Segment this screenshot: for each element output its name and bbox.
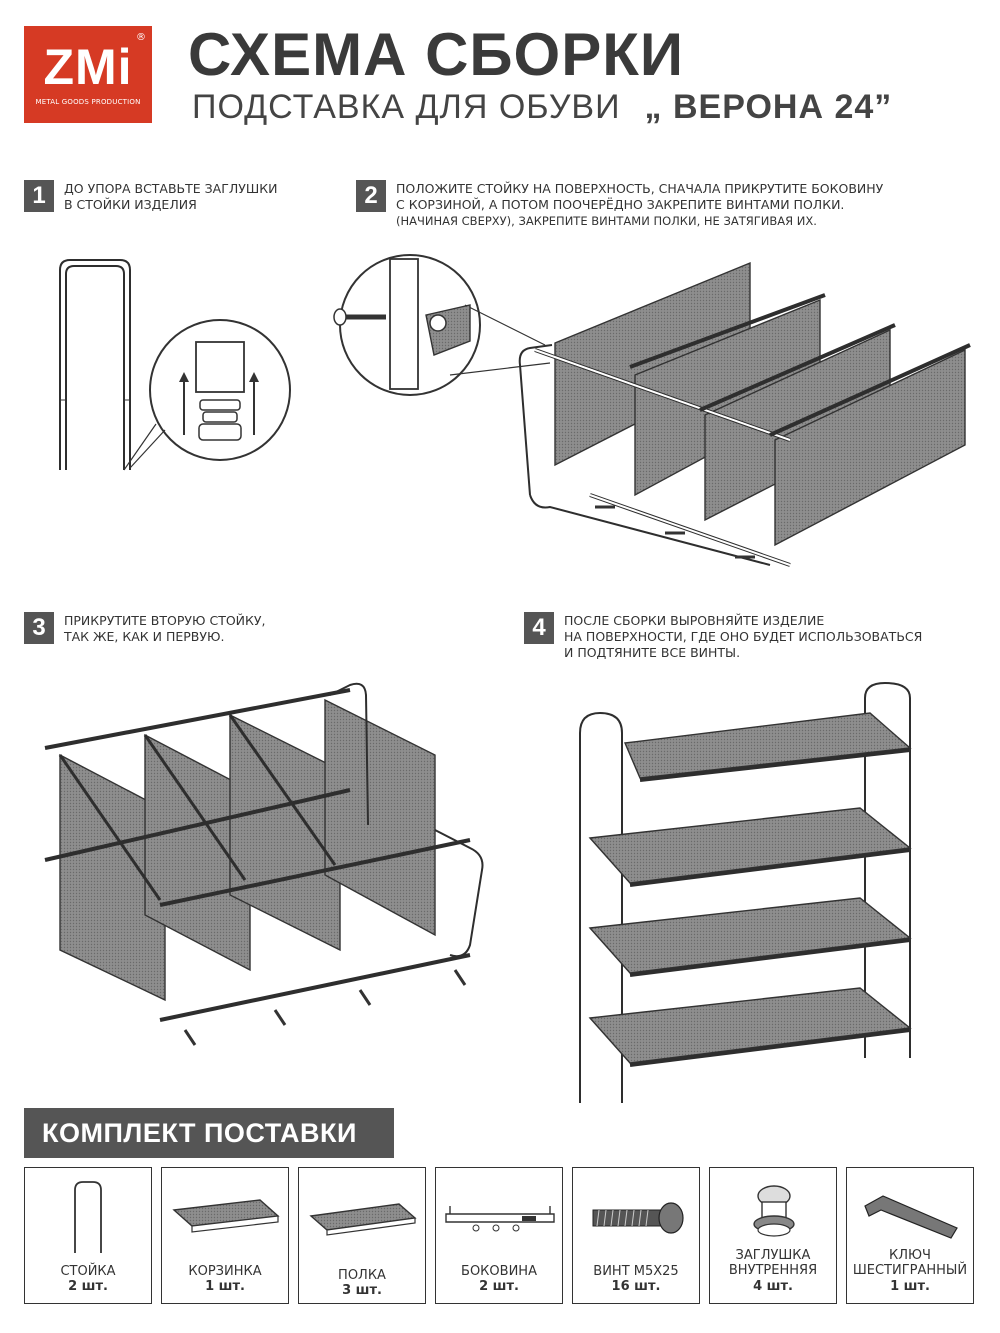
step-4-badge: 4 <box>524 612 554 644</box>
brand-name: ZMi <box>43 39 133 95</box>
kit-item-name: КЛЮЧ <box>889 1248 931 1263</box>
step-3-badge: 3 <box>24 612 54 644</box>
kit-item-name: ЗАГЛУШКА <box>735 1248 811 1263</box>
step-3-line: прикрутите вторую стойку, <box>64 613 266 628</box>
kit-item-name: ВНУТРЕННЯЯ <box>728 1263 818 1278</box>
kit-item-name: БОКОВИНА <box>461 1264 537 1279</box>
kit-item-name: СТОЙКА <box>60 1264 116 1279</box>
kit-item-plug: ЗАГЛУШКА ВНУТРЕННЯЯ 4 шт. <box>709 1167 837 1304</box>
basket-icon <box>172 1199 280 1233</box>
step-4-line: на поверхности, где оно будет использова… <box>564 629 923 644</box>
kit-item-qty: 1 шт. <box>890 1279 930 1294</box>
step-2-badge: 2 <box>356 180 386 212</box>
kit-title: КОМПЛЕКТ ПОСТАВКИ <box>24 1108 394 1158</box>
kit-item-qty: 16 шт. <box>611 1279 661 1294</box>
page-title: СХЕМА СБОРКИ <box>188 21 684 88</box>
kit-item-screw: ВИНТ M5x25 16 шт. <box>572 1167 700 1304</box>
step-2-illustration <box>333 254 971 567</box>
kit-item-side-panel: БОКОВИНА 2 шт. <box>435 1167 563 1304</box>
screw-icon <box>592 1202 684 1234</box>
kit-item-qty: 3 шт. <box>342 1283 382 1298</box>
kit-item-hex-key: КЛЮЧ ШЕСТИГРАННЫЙ 1 шт. <box>846 1167 974 1304</box>
plug-icon <box>753 1185 795 1237</box>
step-4-text: после сборки выровняйте изделие на повер… <box>564 613 922 661</box>
step-1-badge: 1 <box>24 180 54 212</box>
step-2-line: с корзиной, а потом поочерёдно закрепите… <box>396 197 845 212</box>
step-1-text: до упора вставьте заглушки в стойки изде… <box>64 181 277 213</box>
kit-item-qty: 2 шт. <box>479 1279 519 1294</box>
brand-tagline: METAL GOODS PRODUCTION <box>35 98 141 106</box>
step-4-line: после сборки выровняйте изделие <box>564 613 825 628</box>
kit-item-shelf: ПОЛКА 3 шт. <box>298 1167 426 1304</box>
page-subtitle: ПОДСТАВКА ДЛЯ ОБУВИ „ ВЕРОНА 24” <box>192 88 892 127</box>
step-1-line: в стойки изделия <box>64 197 197 212</box>
step-2-line: положите стойку на поверхность, сначала … <box>396 181 884 196</box>
kit-item-qty: 2 шт. <box>68 1279 108 1294</box>
kit-item-basket: КОРЗИНКА 1 шт. <box>161 1167 289 1304</box>
side-panel-icon <box>445 1206 555 1232</box>
step-1-line: до упора вставьте заглушки <box>64 181 278 196</box>
step-3-line: так же, как и первую. <box>64 629 225 644</box>
rack-post-icon <box>74 1181 102 1253</box>
brand-logo: ® ZMi METAL GOODS PRODUCTION <box>24 26 152 123</box>
step-2-line: (начиная сверху), закрепите винтами полк… <box>396 214 817 228</box>
step-2-text: положите стойку на поверхность, сначала … <box>396 181 883 229</box>
kit-item-name: ВИНТ M5x25 <box>593 1264 679 1279</box>
kit-item-name: КОРЗИНКА <box>188 1264 262 1279</box>
kit-item-qty: 1 шт. <box>205 1279 245 1294</box>
kit-item-name: ШЕСТИГРАННЫЙ <box>852 1263 968 1278</box>
step-3-text: прикрутите вторую стойку, так же, как и … <box>64 613 266 645</box>
step-1-illustration <box>59 259 291 471</box>
step-3-illustration <box>44 682 484 1046</box>
kit-item-rack-post: СТОЙКА 2 шт. <box>24 1167 152 1304</box>
hex-key-icon <box>864 1195 958 1239</box>
step-4-illustration <box>579 681 912 1103</box>
product-name: „ ВЕРОНА 24” <box>644 88 893 126</box>
subtitle-text: ПОДСТАВКА ДЛЯ ОБУВИ <box>192 88 621 126</box>
kit-item-name: ПОЛКА <box>338 1268 386 1283</box>
registered-mark: ® <box>136 32 146 43</box>
step-4-line: и подтяните все винты. <box>564 645 741 660</box>
kit-item-qty: 4 шт. <box>753 1279 793 1294</box>
shelf-icon <box>309 1203 417 1236</box>
